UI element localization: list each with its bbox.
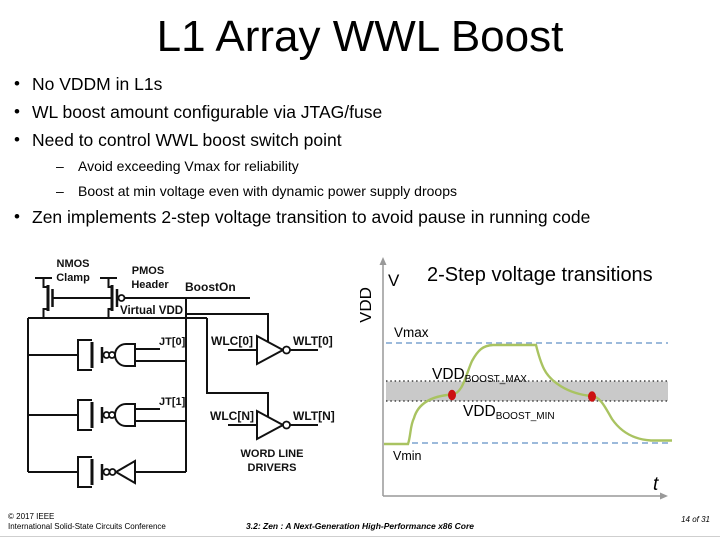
boost-mux-row-jt1 — [77, 399, 186, 431]
jt1-label: JT[1] — [159, 396, 186, 408]
voltage-transition-graph: V VDD 2-Step voltage transitions Vmax VD… — [360, 257, 672, 500]
v-axis-label: V — [388, 271, 400, 290]
wl-driver-n — [228, 409, 318, 441]
footer-page-number: 14 of 31 — [681, 515, 710, 524]
vdd-boost-max-label: VDDBOOST_MAX — [432, 366, 527, 385]
nmos-clamp-symbol — [35, 277, 112, 318]
nand-gate — [114, 343, 136, 367]
bullet-marker: • — [14, 102, 20, 121]
wlcn-label: WLC[N] — [210, 409, 254, 423]
vdd-boost-min-label: VDDBOOST_MIN — [463, 403, 555, 422]
graph-labels: V VDD 2-Step voltage transitions Vmax VD… — [360, 264, 659, 495]
drivers-label: DRIVERS — [248, 462, 297, 474]
wlt0-label: WLT[0] — [293, 334, 333, 348]
pmos-header-symbol — [100, 277, 250, 318]
bullet-text: Zen implements 2-step voltage transition… — [32, 207, 591, 227]
footer-copyright-line2: International Solid-State Circuits Confe… — [8, 521, 166, 531]
boost-mux-row-jt0 — [77, 339, 186, 371]
y-axis-arrow — [379, 257, 387, 265]
x-axis-arrow — [660, 492, 668, 500]
switch-point-dot — [448, 389, 456, 401]
jt0-label: JT[0] — [159, 336, 186, 348]
booston-label: BoostOn — [185, 280, 236, 294]
wltn-label: WLT[N] — [293, 409, 335, 423]
graph-title: 2-Step voltage transitions — [427, 264, 653, 286]
vmin-label: Vmin — [393, 449, 422, 463]
wl-driver-0 — [228, 334, 318, 366]
bullet-text: WL boost amount configurable via JTAG/fu… — [32, 102, 383, 122]
page-title: L1 Array WWL Boost — [156, 12, 564, 61]
vdd-curve — [384, 343, 672, 446]
circuit-labels: NMOS Clamp PMOS Header BoostOn Virtual V… — [56, 258, 335, 474]
vmax-label: Vmax — [394, 325, 429, 340]
sub-bullet-text: Boost at min voltage even with dynamic p… — [78, 183, 457, 199]
wl-driver-inverter — [256, 334, 286, 366]
word-line-label: WORD LINE — [241, 448, 304, 460]
wl-driver-inverter — [256, 409, 286, 441]
wlc0-label: WLC[0] — [211, 334, 253, 348]
bullet-marker: • — [14, 207, 20, 226]
footer-copyright-line1: © 2017 IEEE — [8, 512, 55, 521]
wwl-boost-circuit-diagram: NMOS Clamp PMOS Header BoostOn Virtual V… — [27, 258, 335, 488]
bullet-marker: • — [14, 130, 20, 149]
footer-copyright: © 2017 IEEE International Solid-State Ci… — [8, 512, 166, 531]
sub-bullet-marker: – — [56, 158, 64, 174]
clamp-label: Clamp — [56, 272, 90, 284]
virtual-vdd-label: Virtual VDD — [120, 305, 183, 317]
driver0-supply-wire — [186, 313, 269, 342]
header-label: Header — [131, 279, 169, 291]
switch-point-dot — [588, 391, 596, 402]
drivern-supply-wire — [206, 318, 269, 419]
sub-bullet-text: Avoid exceeding Vmax for reliability — [78, 158, 299, 174]
vdd-axis-label: VDD — [360, 287, 375, 323]
circuit-wires — [27, 277, 318, 488]
footer-paper-title: 3.2: Zen : A Next-Generation High-Perfor… — [246, 521, 474, 531]
nand-gate — [114, 403, 136, 427]
boost-band — [386, 381, 668, 401]
inverter-gate — [114, 459, 136, 485]
nmos-label: NMOS — [57, 258, 90, 270]
boost-mux-row-inv — [77, 456, 186, 488]
bullet-marker: • — [14, 74, 20, 93]
bullet-text: Need to control WWL boost switch point — [32, 130, 342, 150]
axes — [382, 264, 661, 497]
pmos-label: PMOS — [132, 265, 164, 277]
t-axis-label: t — [653, 474, 659, 495]
sub-bullet-marker: – — [56, 183, 64, 199]
bullet-text: No VDDM in L1s — [32, 74, 163, 94]
slide-bottom-edge — [0, 536, 720, 537]
